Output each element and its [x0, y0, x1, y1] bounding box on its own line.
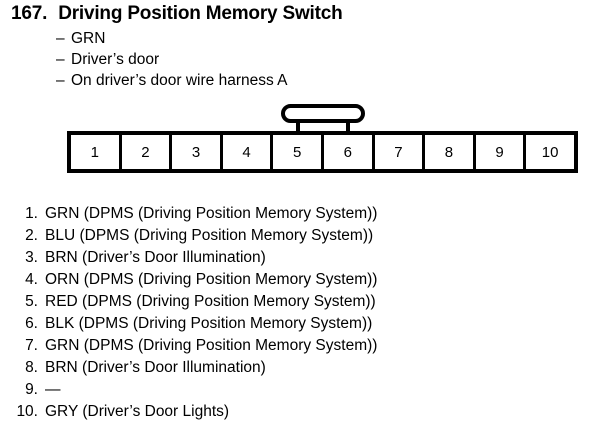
pin-number: 3. [25, 249, 38, 266]
pin-assignment-row: 5. RED (DPMS (Driving Position Memory Sy… [10, 291, 570, 313]
pin-description: — [45, 381, 61, 398]
pin-assignment-row: 9. — [10, 379, 570, 401]
pin-assignment-list: 1. GRN (DPMS (Driving Position Memory Sy… [10, 203, 570, 423]
pin-number: 8. [25, 359, 38, 376]
descriptor-text: Driver’s door [71, 51, 160, 68]
connector-pin-2: 2 [122, 135, 173, 169]
pin-assignment-row: 7. GRN (DPMS (Driving Position Memory Sy… [10, 335, 570, 357]
connector-pin-1: 1 [71, 135, 122, 169]
connector-pin-8: 8 [425, 135, 476, 169]
pin-number: 9. [25, 381, 38, 398]
pin-description: BLK (DPMS (Driving Position Memory Syste… [45, 315, 373, 332]
pin-number: 10. [16, 403, 38, 420]
descriptor-text: GRN [71, 30, 106, 47]
pin-number: 1. [25, 205, 38, 222]
connector-pin-7: 7 [375, 135, 426, 169]
pin-assignment-row: 4. ORN (DPMS (Driving Position Memory Sy… [10, 269, 570, 291]
descriptor-list: – GRN – Driver’s door – On driver’s door… [56, 28, 576, 91]
pin-description: RED (DPMS (Driving Position Memory Syste… [45, 293, 376, 310]
pin-description: BLU (DPMS (Driving Position Memory Syste… [45, 227, 374, 244]
connector-pin-3: 3 [172, 135, 223, 169]
connector-diagram: 1 2 3 4 5 6 7 8 9 10 [67, 102, 578, 174]
connector-pin-10: 10 [541, 143, 559, 161]
connector-pin-4: 4 [223, 135, 274, 169]
page-title: Driving Position Memory Switch [58, 3, 343, 24]
pin-assignment-row: 1. GRN (DPMS (Driving Position Memory Sy… [10, 203, 570, 225]
pin-description: GRN (DPMS (Driving Position Memory Syste… [45, 205, 378, 222]
pin-assignment-row: 8. BRN (Driver’s Door Illumination) [10, 357, 570, 379]
connector-pin-5: 5 [273, 135, 324, 169]
heading-number: 167. [11, 3, 48, 24]
page-heading: 167. Driving Position Memory Switch [11, 2, 591, 26]
en-dash-icon: – [56, 51, 65, 68]
descriptor-item: – On driver’s door wire harness A [56, 70, 576, 91]
pin-assignment-row: 10. GRY (Driver’s Door Lights) [10, 401, 570, 423]
connector-pin-9: 9 [476, 135, 527, 169]
pin-description: BRN (Driver’s Door Illumination) [45, 359, 266, 376]
pin-description: BRN (Driver’s Door Illumination) [45, 249, 266, 266]
pin-description: GRY (Driver’s Door Lights) [45, 403, 230, 420]
pin-number: 7. [25, 337, 38, 354]
en-dash-icon: – [56, 72, 65, 89]
connector-pin-6: 6 [324, 135, 375, 169]
latch-leg-right [346, 119, 350, 135]
en-dash-icon: – [56, 30, 65, 47]
descriptor-item: – Driver’s door [56, 49, 576, 70]
pin-description: ORN (DPMS (Driving Position Memory Syste… [45, 271, 378, 288]
pin-description: GRN (DPMS (Driving Position Memory Syste… [45, 337, 378, 354]
descriptor-text: On driver’s door wire harness A [71, 72, 288, 89]
latch-cap [281, 104, 365, 123]
latch-leg-left [296, 119, 300, 135]
pin-number: 6. [25, 315, 38, 332]
pin-assignment-row: 6. BLK (DPMS (Driving Position Memory Sy… [10, 313, 570, 335]
descriptor-item: – GRN [56, 28, 576, 49]
pin-assignment-row: 2. BLU (DPMS (Driving Position Memory Sy… [10, 225, 570, 247]
pin-number: 4. [25, 271, 38, 288]
pin-number: 2. [25, 227, 38, 244]
connector-latch-tab-icon [281, 104, 365, 135]
connector-body: 1 2 3 4 5 6 7 8 9 10 [67, 131, 578, 173]
pin-assignment-row: 3. BRN (Driver’s Door Illumination) [10, 247, 570, 269]
pin-number: 5. [25, 293, 38, 310]
